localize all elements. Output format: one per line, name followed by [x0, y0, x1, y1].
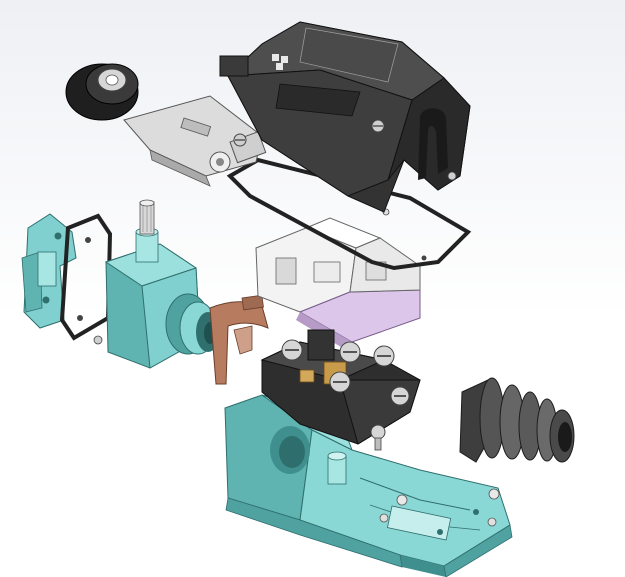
terminal-screw-2 [339, 341, 361, 363]
roller-lever-arm [65, 63, 267, 187]
certification-mark-icon [272, 54, 288, 70]
contact-block [260, 329, 421, 451]
cable-gland [459, 377, 575, 463]
mounting-screw [370, 424, 386, 451]
actuator-head [104, 199, 220, 369]
terminal-screw-4 [329, 371, 351, 393]
head-gasket [59, 213, 113, 345]
head-mounting-plate [21, 213, 77, 329]
terminal-screw-5 [390, 386, 410, 406]
actuator-spring-lever [209, 294, 269, 385]
terminal-screw-1 [281, 339, 303, 361]
base-housing [224, 394, 513, 577]
terminal-screw-3 [373, 345, 395, 367]
top-cover-housing [219, 21, 471, 213]
roller-wheel [65, 63, 139, 121]
nameplate [272, 27, 399, 83]
contact-carrier [255, 217, 421, 350]
